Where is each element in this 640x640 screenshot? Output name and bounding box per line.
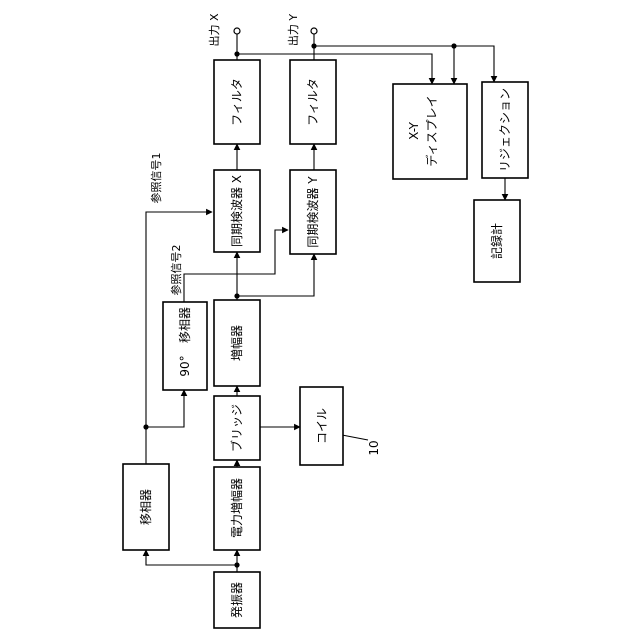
recorder-block: 記録計 bbox=[474, 200, 520, 282]
coil-block: コイル bbox=[300, 387, 343, 465]
amplifier-label: 増幅器 bbox=[229, 325, 244, 361]
phase-90-value: 90° bbox=[178, 355, 192, 376]
oscillator-label: 発振器 bbox=[230, 582, 244, 618]
output-y-label: 出力 Y bbox=[286, 14, 300, 46]
ref-signal-1-label: 参照信号1 bbox=[149, 153, 163, 204]
power-amp-block: 電力増幅器 bbox=[214, 467, 260, 550]
coil-number-label: 10 bbox=[367, 440, 381, 455]
bridge-label: ブリッジ bbox=[229, 404, 244, 452]
xy-display-block: X-Y ディスプレイ bbox=[393, 84, 467, 179]
filter-y-block: フィルタ bbox=[290, 60, 336, 144]
amplifier-block: 増幅器 bbox=[214, 300, 260, 386]
filter-x-block: フィルタ bbox=[214, 60, 260, 144]
xy-display-line1: X-Y bbox=[407, 121, 421, 140]
filter-x-label: フィルタ bbox=[230, 78, 244, 126]
output-x-label: 出力 X bbox=[207, 13, 221, 46]
recorder-label: 記録計 bbox=[489, 223, 504, 259]
phase-shifter-block: 移相器 bbox=[123, 464, 169, 550]
sync-detector-y-label: 同期検波器 Y bbox=[306, 176, 320, 248]
rejection-block: リジェクション bbox=[482, 82, 528, 178]
phase-90-block: 90° 移相器 bbox=[163, 302, 207, 390]
sync-detector-x-block: 同期検波器 X bbox=[214, 170, 260, 252]
power-amp-label: 電力増幅器 bbox=[229, 478, 244, 538]
phase-shifter-label: 移相器 bbox=[139, 489, 153, 525]
coil-label: コイル bbox=[315, 408, 329, 444]
ref-signal-2-label: 参照信号2 bbox=[169, 245, 183, 296]
rejection-label: リジェクション bbox=[498, 88, 512, 172]
phase-90-label: 移相器 bbox=[178, 307, 192, 343]
bridge-block: ブリッジ bbox=[214, 396, 260, 460]
sync-detector-y-block: 同期検波器 Y bbox=[290, 170, 336, 254]
filter-y-label: フィルタ bbox=[306, 78, 320, 126]
oscillator-block: 発振器 bbox=[214, 572, 260, 628]
sync-detector-x-label: 同期検波器 X bbox=[230, 175, 244, 247]
xy-display-line2: ディスプレイ bbox=[424, 95, 439, 166]
output-terminals bbox=[234, 28, 317, 34]
